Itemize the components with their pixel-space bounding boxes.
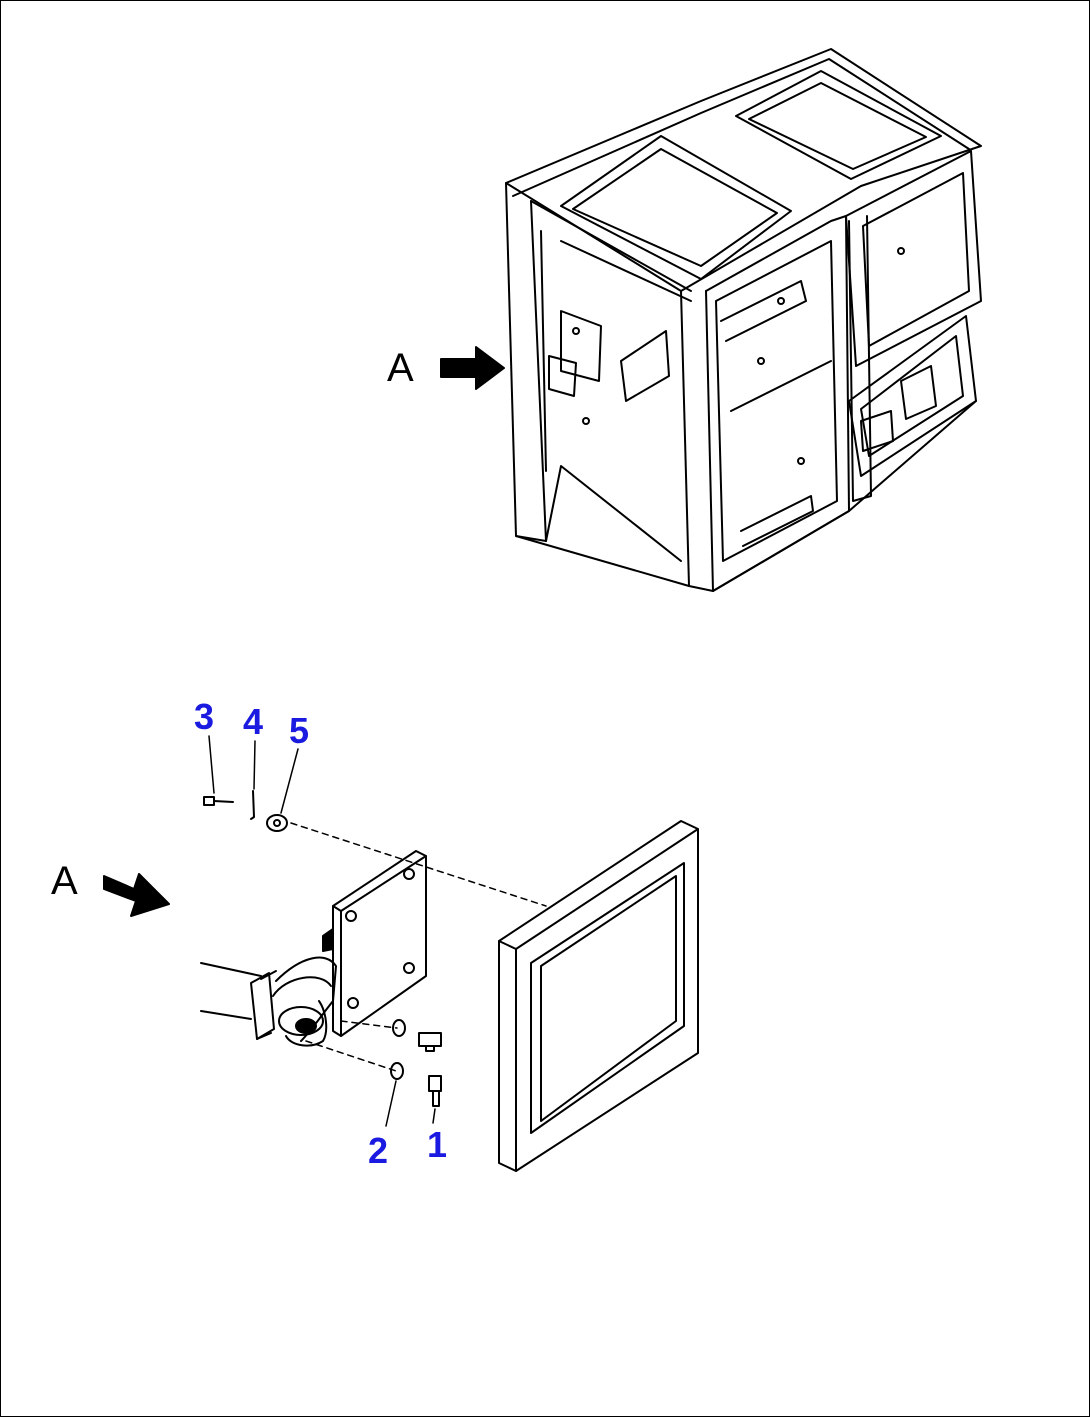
view-letter-upper: A	[387, 346, 414, 390]
view-indicator-upper: A	[387, 346, 505, 390]
view-letter-lower: A	[51, 859, 78, 903]
base-clamp	[250, 970, 277, 1040]
callout-1: 1	[427, 1124, 447, 1165]
bolt-part-1	[428, 1075, 442, 1107]
swivel-joint	[272, 928, 337, 1047]
view-arrow-icon	[440, 346, 505, 390]
callout-2: 2	[368, 1130, 388, 1171]
cab-frame-illustration	[505, 48, 982, 592]
view-arrow-icon	[103, 873, 170, 917]
mounting-plate	[332, 850, 427, 1037]
monitor-bracket-illustration	[200, 735, 699, 1172]
callout-5: 5	[289, 710, 309, 751]
leader-lines	[208, 735, 436, 1127]
washer-upper	[392, 1019, 406, 1037]
callout-3: 3	[194, 696, 214, 737]
callout-labels: 3 4 5 2 1	[194, 696, 447, 1171]
monitor-frame	[498, 820, 699, 1172]
nut-part-5	[266, 814, 288, 832]
bolt-upper	[418, 1032, 442, 1052]
view-indicator-lower: A	[51, 859, 170, 917]
pin-part-4	[250, 790, 255, 820]
bolt-part-3	[203, 796, 234, 806]
washer-part-2	[390, 1062, 404, 1080]
callout-4: 4	[243, 701, 263, 742]
